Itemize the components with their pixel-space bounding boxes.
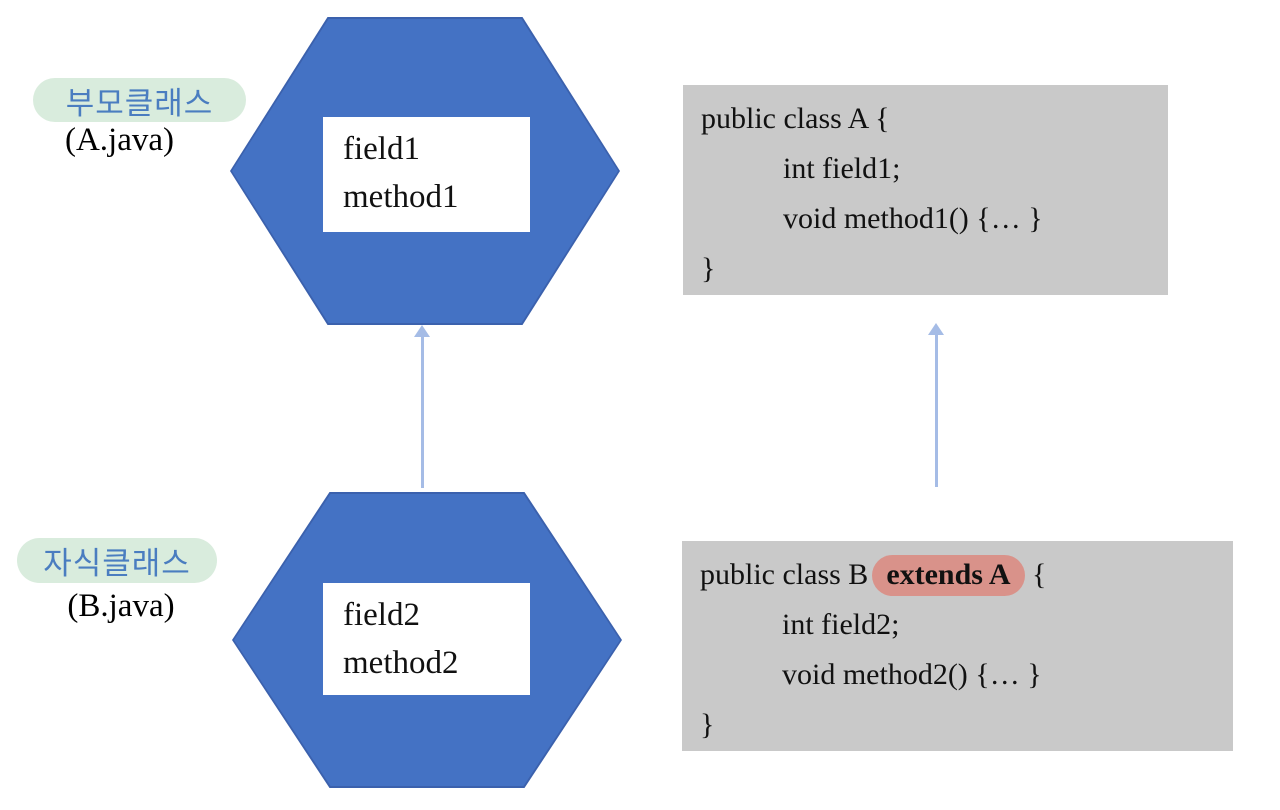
child-class-pill-label: 자식클래스 — [17, 538, 217, 583]
code-b-line-2: int field2; — [782, 608, 900, 641]
parent-file-label: (A.java) — [64, 122, 175, 158]
code-b-line-3: void method2() {… } — [782, 658, 1042, 691]
parent-field-text: field1 — [343, 131, 420, 167]
code-inheritance-arrow-head — [928, 323, 944, 335]
code-b-line-1-suffix: { — [1024, 558, 1047, 591]
code-a-line-4: } — [701, 252, 716, 285]
extends-a-highlight: extends A — [872, 555, 1025, 596]
hexagon-inheritance-arrow-line — [421, 336, 424, 488]
child-method-text: method2 — [343, 645, 459, 681]
code-a-line-1: public class A { — [701, 102, 890, 135]
code-b-line-4: } — [700, 708, 715, 741]
hexagon-inheritance-arrow-head — [414, 325, 430, 337]
code-a-line-3: void method1() {… } — [783, 202, 1043, 235]
parent-method-text: method1 — [343, 179, 459, 215]
parent-code-block: public class A { int field1; void method… — [683, 85, 1168, 295]
child-field-text: field2 — [343, 597, 420, 633]
code-b-line-1-prefix: public class B — [700, 558, 869, 591]
code-a-line-2: int field1; — [783, 152, 901, 185]
child-members-box: field2 method2 — [323, 583, 530, 695]
parent-class-pill-label: 부모클래스 — [33, 78, 246, 122]
code-inheritance-arrow-line — [935, 334, 938, 487]
parent-members-box: field1 method1 — [323, 117, 530, 232]
child-file-label: (B.java) — [67, 588, 175, 624]
